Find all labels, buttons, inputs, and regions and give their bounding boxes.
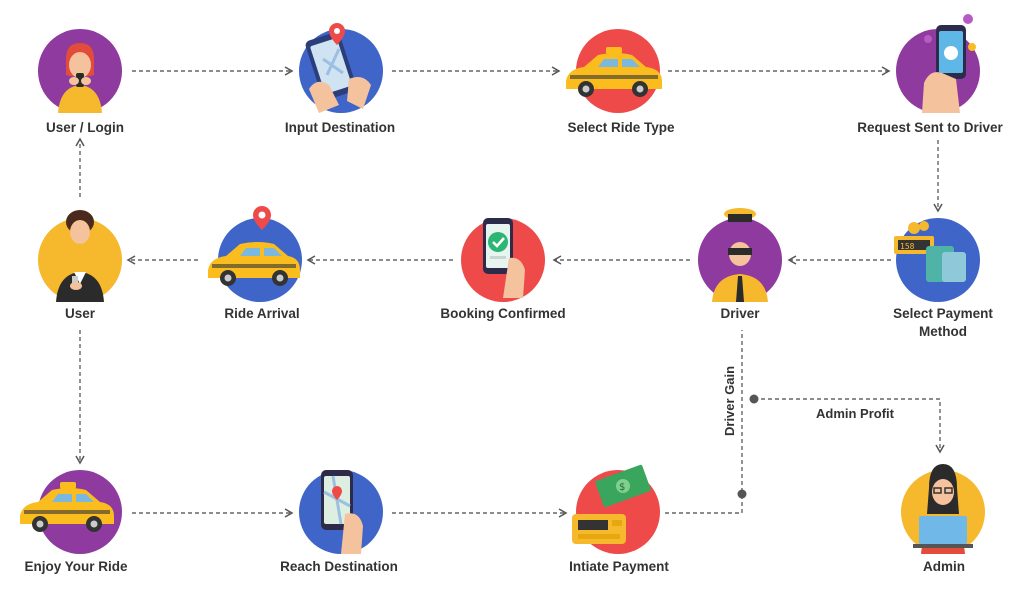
taxi-icon [20,482,114,532]
label-driver: Driver [720,306,760,321]
connector-payment-to-driver-gain [665,330,743,514]
payment-terminal-icon: 158 [894,221,966,282]
node-driver [698,208,782,302]
phone-map-icon [321,470,363,554]
label-select-payment-line2: Method [919,324,967,339]
node-ride-arrival [208,206,302,302]
money-card-icon: $ [572,464,651,544]
node-user-login [38,29,122,113]
arrow-admin-profit [754,398,945,454]
label-ride-arrival: Ride Arrival [224,306,300,321]
node-admin [901,464,985,554]
node-initiate-payment: $ [572,464,660,554]
label-user-login: User / Login [45,120,125,135]
node-select-payment: 158 [894,218,980,302]
taxi-pin-icon [208,206,300,286]
node-user [38,210,122,302]
phone-notification-icon [922,14,976,113]
label-reach-destination: Reach Destination [280,559,398,574]
map-pin-phone-icon [305,23,371,113]
connector-dot-gain [737,489,747,499]
label-input-destination: Input Destination [284,120,396,135]
driver-icon [712,208,768,302]
label-initiate-payment: Intiate Payment [569,559,669,574]
node-select-ride-type [566,29,662,113]
person-phone-icon [58,43,102,113]
taxi-icon [566,47,662,97]
phone-check-icon [483,218,525,298]
label-admin: Admin [923,559,965,574]
node-booking-confirmed [461,218,545,302]
svg-text:$: $ [619,482,625,493]
label-select-ride-type: Select Ride Type [567,120,675,135]
woman-phone-icon [56,210,104,302]
node-input-destination [299,23,383,113]
label-booking-confirmed: Booking Confirmed [440,306,566,321]
label-select-payment-line1: Select Payment [893,306,993,321]
label-user: User [64,306,96,321]
node-enjoy-ride [20,470,122,554]
connector-dot-profit [749,394,759,404]
edge-label-driver-gain: Driver Gain [722,365,737,436]
label-request-sent: Request Sent to Driver [857,120,1003,135]
label-enjoy-ride: Enjoy Your Ride [24,559,128,574]
woman-laptop-icon [913,464,973,554]
node-reach-destination [299,470,383,554]
svg-text:158: 158 [900,242,915,251]
edge-label-admin-profit: Admin Profit [816,406,894,421]
node-request-sent [896,14,980,113]
